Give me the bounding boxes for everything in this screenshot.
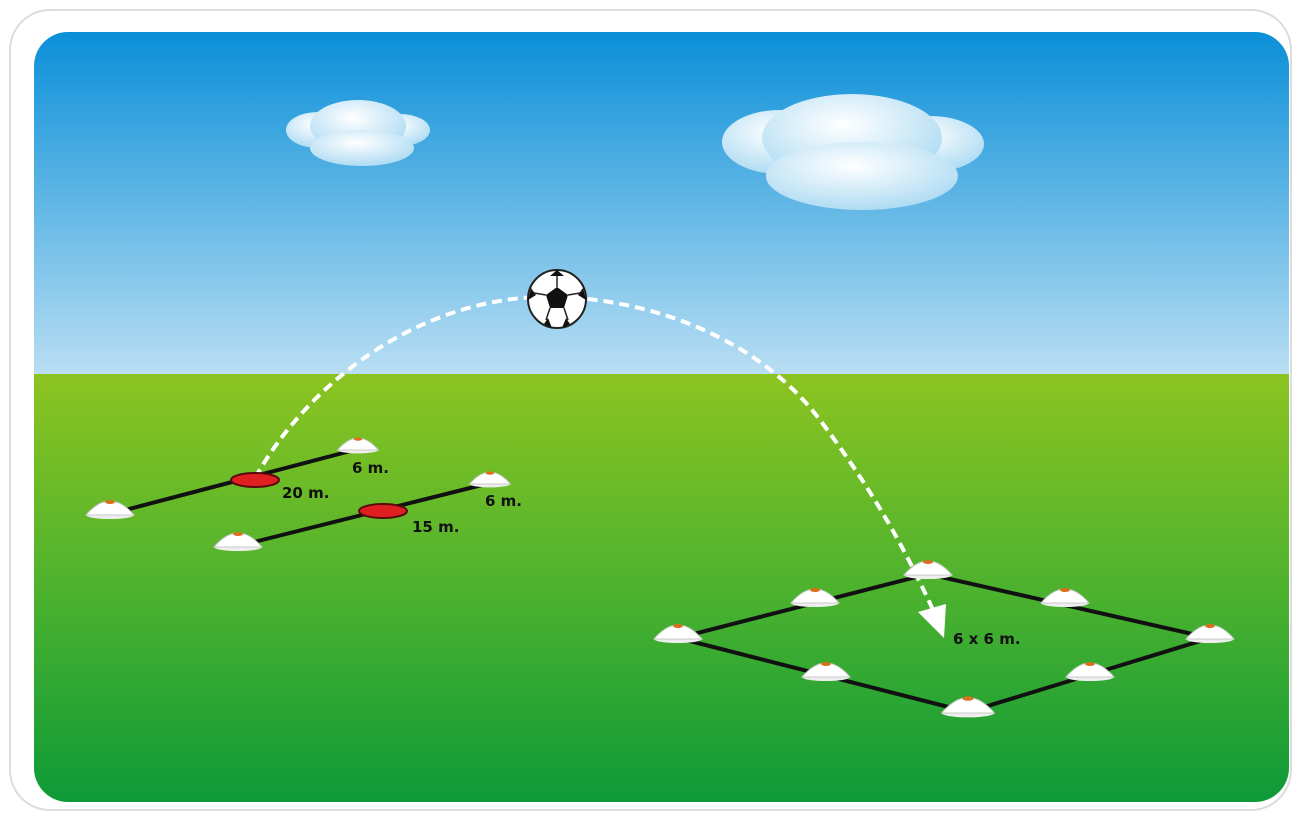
cone-icon: [1184, 624, 1236, 643]
cone-icon: [902, 560, 954, 579]
grass-field: [34, 374, 1289, 802]
label-short-b: 6 m.: [485, 492, 522, 510]
label-short-a: 6 m.: [352, 459, 389, 477]
cone-icon: [84, 500, 136, 519]
cloud-icon: [722, 94, 984, 210]
label-long-b: 15 m.: [412, 518, 459, 536]
label-grid: 6 x 6 m.: [953, 630, 1021, 648]
cone-icon: [468, 471, 512, 488]
sky: [34, 32, 1289, 374]
cone-icon: [940, 696, 996, 718]
cone-icon: [652, 624, 704, 643]
cone-icon: [800, 662, 852, 681]
cone-icon: [789, 588, 841, 607]
target-marker-20m: [230, 472, 280, 488]
cone-icon: [1039, 588, 1091, 607]
arrow-head-icon: [918, 604, 946, 638]
cone-icon: [212, 532, 264, 551]
label-long-a: 20 m.: [282, 484, 329, 502]
soccer-ball-icon: [527, 269, 587, 329]
target-marker-15m: [358, 503, 408, 519]
cones: [84, 437, 1236, 718]
cloud-icon: [286, 100, 430, 166]
ball-trajectory: [253, 294, 936, 613]
cone-icon: [1064, 662, 1116, 681]
cone-icon: [336, 437, 380, 454]
